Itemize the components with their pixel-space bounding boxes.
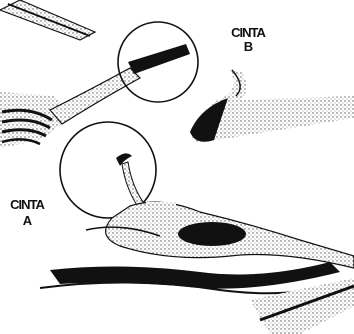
tape-a-label-word: CINTA xyxy=(2,198,52,212)
lower-bands xyxy=(40,262,354,334)
stipple-patch xyxy=(146,202,176,218)
tape-a-label-letter: A xyxy=(2,214,52,228)
tape-b-strip xyxy=(128,44,190,74)
tape-b-label-word: CINTA xyxy=(223,26,273,40)
lower-object xyxy=(86,202,354,268)
upper-band xyxy=(0,0,95,40)
right-curved-surface xyxy=(190,70,354,142)
tape-b-handle xyxy=(50,68,140,124)
tape-b-label-letter: B xyxy=(223,40,273,54)
tape-a-strip xyxy=(116,153,146,210)
